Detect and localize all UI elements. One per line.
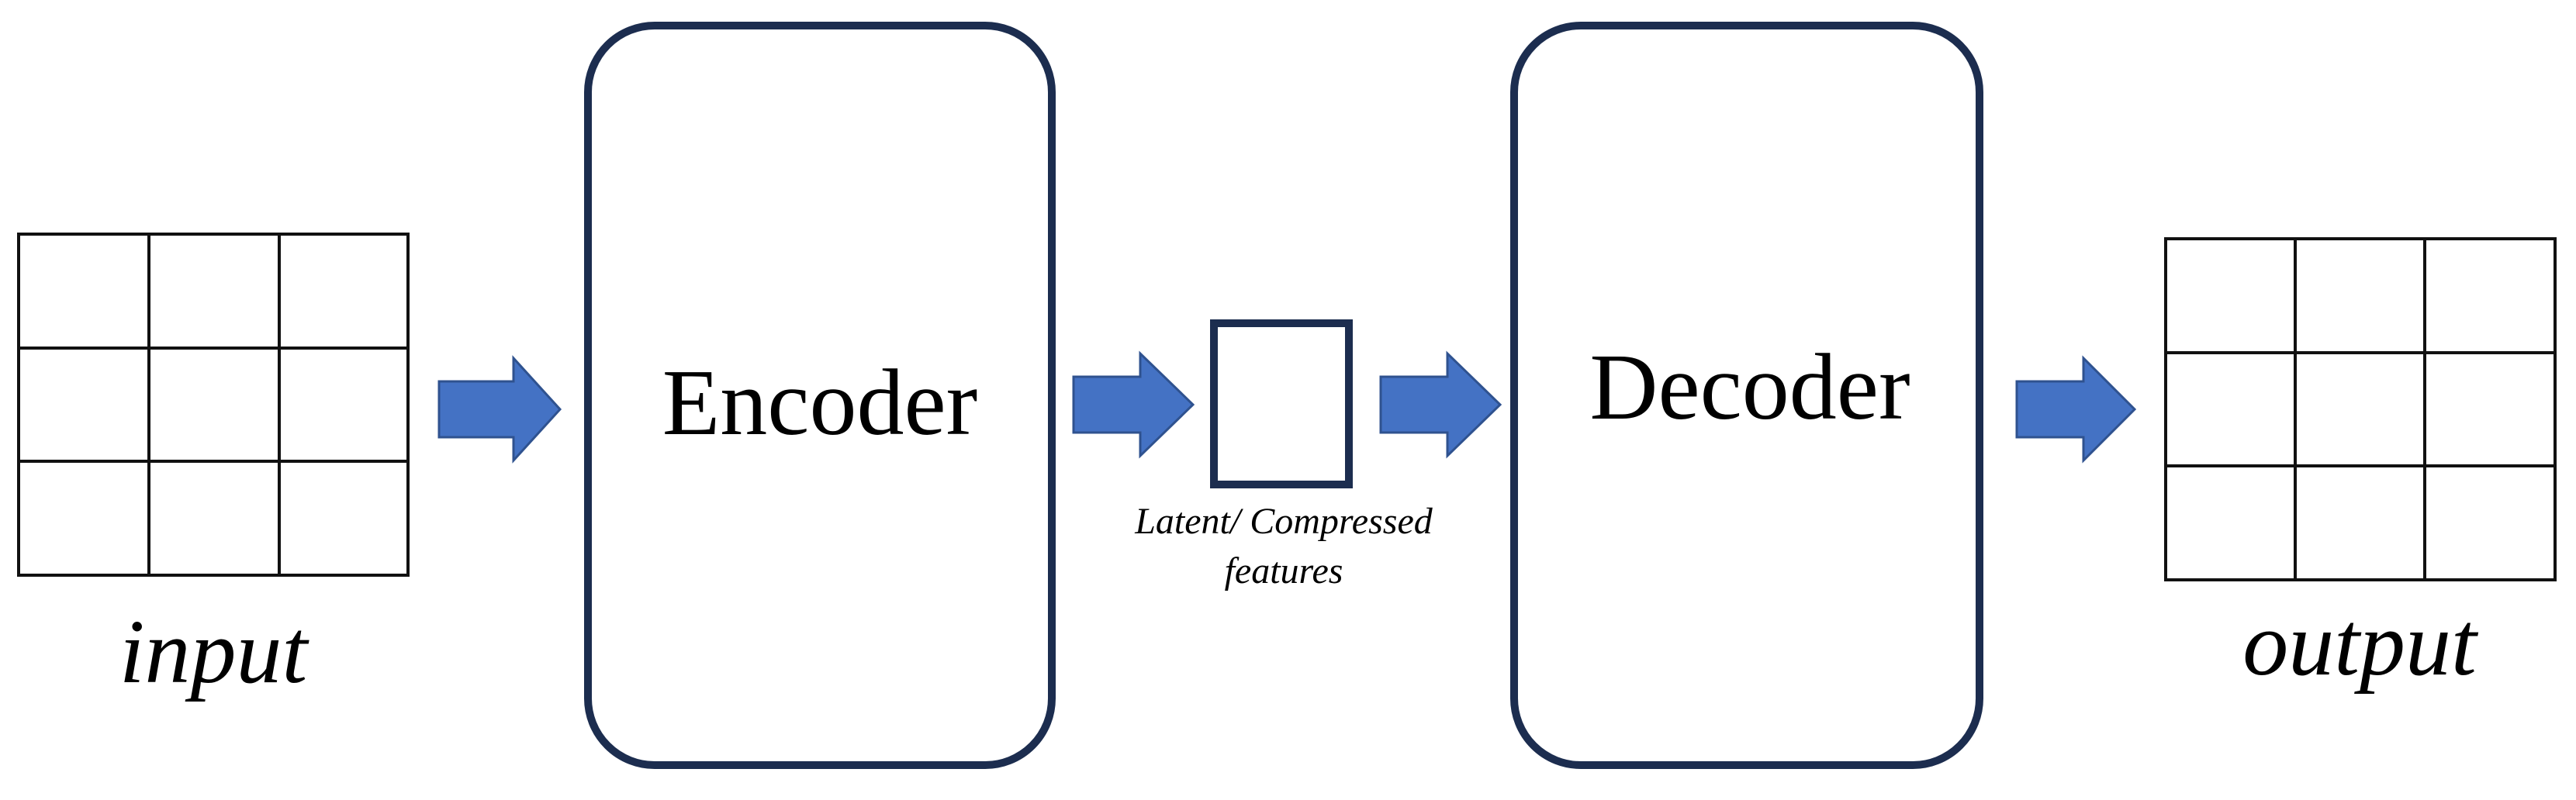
input-grid [17,233,410,577]
right-arrow-icon [2015,355,2137,464]
right-arrow-icon [1379,350,1502,459]
latent-box [1210,319,1353,488]
right-arrow-icon [437,355,562,464]
input-grid-border [17,233,410,577]
latent-label-line1: Latent/ Compressed [1134,501,1433,542]
latent-label-line2: features [1225,550,1343,591]
encoder-label: Encoder [662,350,977,455]
encoder-box [584,22,1056,769]
right-arrow-icon [1072,350,1195,459]
decoder-label: Decoder [1589,335,1910,440]
output-grid-border [2164,237,2557,581]
input-label: input [119,601,310,702]
output-grid [2164,237,2557,581]
output-label: output [2242,593,2479,695]
decoder-box [1510,22,1983,769]
